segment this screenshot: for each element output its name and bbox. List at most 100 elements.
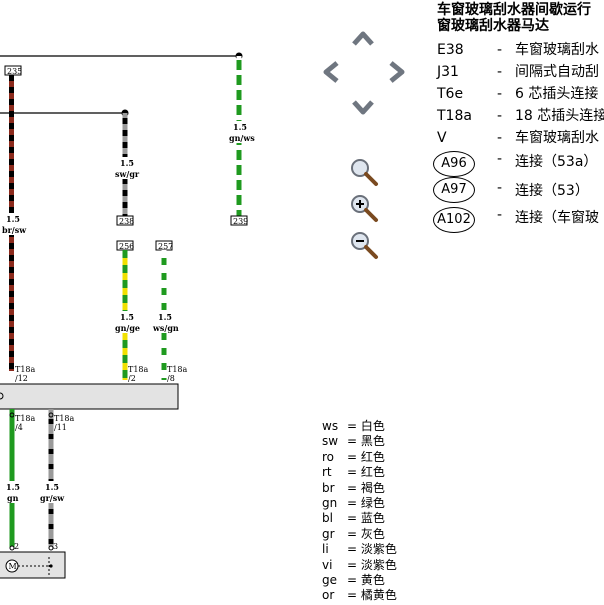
color-code-row: ws= 白色	[322, 419, 385, 433]
wire-color: gn/ge	[115, 323, 140, 333]
legend-dash: -	[497, 108, 503, 124]
chevron-right-icon	[389, 61, 405, 83]
color-name: 褐色	[360, 480, 385, 495]
zoom-in-icon	[351, 195, 378, 222]
legend-row: E38-车窗玻璃刮水	[437, 39, 599, 59]
motor-pin: 3	[53, 542, 58, 551]
legend-dash: -	[497, 130, 503, 146]
wire-box-235	[4, 65, 22, 76]
connection-badge: A102	[433, 207, 475, 233]
wire-size: 1.5	[6, 482, 20, 492]
legend-text: 18 芯插头连接	[515, 108, 604, 124]
color-code-row: gn= 绿色	[322, 496, 385, 511]
color-code: vi	[322, 557, 333, 572]
legend-row: T18a -18 芯插头连接	[437, 105, 604, 125]
wire-box-label: 239	[233, 217, 248, 226]
connection-text: 连接（53a）	[515, 154, 598, 170]
color-code: ws	[322, 419, 339, 433]
color-code-row: bl= 蓝色	[322, 511, 385, 526]
pin-number: /12	[15, 374, 28, 383]
color-code-row: rt= 红色	[322, 465, 385, 480]
zoom-fit-button[interactable]	[349, 157, 379, 187]
zoom-out-button[interactable]	[349, 230, 379, 260]
legend-text: 车窗玻璃刮水	[515, 130, 599, 146]
legend-text: 车窗玻璃刮水	[515, 42, 599, 58]
color-code-list: ws= 白色 sw= 黑色 ro= 红色 rt= 红色 br= 褐色 gn= 绿…	[322, 419, 397, 604]
pin-number: /4	[15, 423, 23, 432]
legend-text: 间隔式自动刮	[515, 64, 599, 80]
pin-conn: T18a	[167, 365, 188, 374]
color-name: 红色	[360, 449, 385, 464]
wire-box-label: 256	[119, 242, 134, 251]
wire-color: ws/gn	[152, 323, 179, 333]
color-code: li	[322, 542, 329, 557]
color-name: 白色	[360, 419, 385, 433]
pin-number: /8	[167, 374, 175, 383]
wire-box-239	[230, 215, 248, 226]
color-code-row: sw= 黑色	[322, 434, 385, 449]
color-code: gn	[322, 496, 338, 511]
connection-badge: A97	[433, 177, 475, 203]
wire-box-label: 235	[7, 67, 22, 76]
connection-dash: -	[497, 207, 503, 223]
color-name: 淡紫色	[360, 542, 397, 557]
wire-box-238	[116, 215, 134, 226]
color-name: 绿色	[360, 496, 385, 511]
color-name: 蓝色	[360, 511, 385, 526]
wire-size: 1.5	[45, 482, 59, 492]
legend-dash: -	[497, 86, 503, 102]
pin-number: /11	[54, 423, 67, 432]
color-name: 灰色	[360, 526, 385, 541]
legend-code: V	[437, 130, 447, 146]
wire-color: gn	[7, 493, 19, 503]
pin-conn: T18a	[128, 365, 149, 374]
connection-dash: -	[497, 151, 503, 167]
pan-right-button[interactable]	[384, 60, 408, 83]
wire-size: 1.5	[120, 312, 134, 322]
pin-conn: T18a	[15, 365, 36, 374]
wiring-diagram: 235 1.5 br/sw 1.5 sw/gr 238 1.5 gn/ws 23…	[0, 52, 255, 579]
pan-up-button[interactable]	[351, 28, 375, 50]
wire-color: gn/ws	[229, 133, 255, 143]
legend-code: J31	[437, 64, 459, 80]
chevron-down-icon	[352, 100, 374, 115]
pan-down-button[interactable]	[351, 96, 375, 118]
control-unit-block	[0, 383, 179, 410]
color-code-row: ro= 红色	[322, 449, 385, 464]
legend-row: J31 -间隔式自动刮	[437, 61, 599, 81]
color-code: bl	[322, 511, 333, 526]
color-code: sw	[322, 434, 339, 449]
pin-number: /2	[128, 374, 136, 383]
color-name: 黑色	[360, 434, 385, 449]
legend-code: T18a	[437, 108, 472, 124]
wire-size: 1.5	[233, 122, 247, 132]
zoom-out-icon	[351, 232, 378, 259]
wire-size: 1.5	[120, 158, 134, 168]
legend-code: T6e	[437, 86, 464, 102]
color-code: gr	[322, 526, 335, 541]
title-line: 窗玻璃刮水器马达	[437, 18, 549, 34]
connection-badge: A96	[433, 151, 475, 177]
motor-label: M	[9, 562, 17, 571]
connection-text: 连接（车窗玻	[515, 210, 599, 226]
legend-dash: -	[497, 64, 503, 80]
wire-color: br/sw	[2, 225, 27, 235]
chevron-left-icon	[323, 61, 339, 83]
color-code: ro	[322, 449, 335, 464]
wire-box-label: 257	[158, 242, 173, 251]
connection-dash: -	[497, 180, 503, 196]
pin-conn: T18a	[54, 414, 75, 423]
connection-text: 连接（53）	[515, 183, 589, 199]
legend-row: V -车窗玻璃刮水	[437, 127, 599, 147]
color-code: ge	[322, 573, 337, 588]
color-name: 黄色	[360, 573, 385, 588]
pan-left-button[interactable]	[320, 60, 344, 83]
color-code-row: li= 淡紫色	[322, 542, 397, 557]
color-name: 淡紫色	[360, 557, 397, 572]
block-ground-symbol	[0, 392, 4, 400]
wire-color: gr/sw	[40, 493, 65, 503]
zoom-in-button[interactable]	[349, 193, 379, 223]
pin-conn: T18a	[15, 414, 36, 423]
color-code-row: or= 橘黄色	[322, 588, 397, 603]
color-code: or	[322, 588, 335, 603]
